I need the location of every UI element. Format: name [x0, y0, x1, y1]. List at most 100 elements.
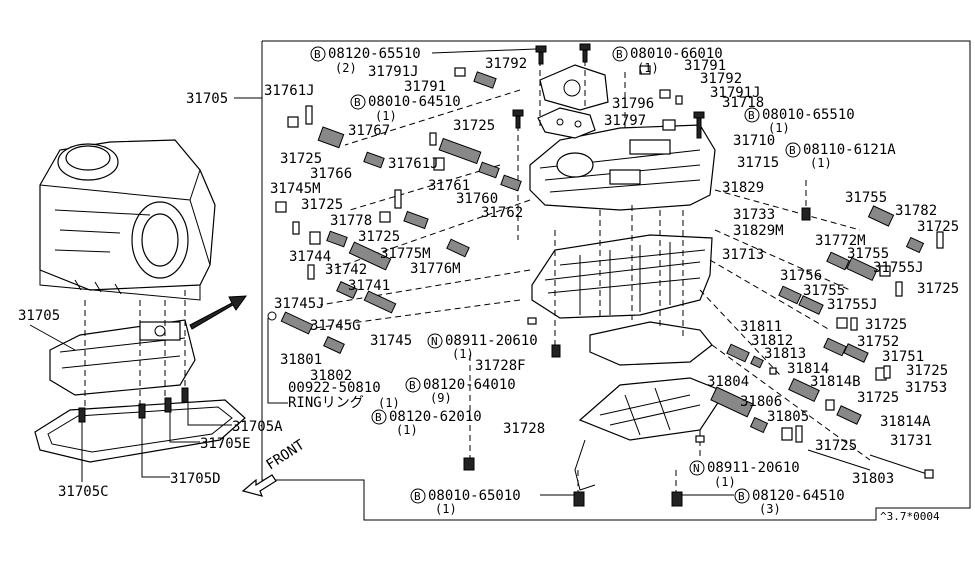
callout-31791: 31791 [684, 58, 726, 74]
callout-31761j: 31761J [264, 83, 315, 99]
callout-31725: 31725 [906, 363, 948, 379]
callout-31710: 31710 [733, 133, 775, 149]
bolt-qty: (3) [759, 502, 781, 516]
pointer-arrow [189, 295, 248, 330]
bolt-prefix-circle [371, 409, 387, 425]
callout-31755j: 31755J [873, 260, 924, 276]
callout-31760: 31760 [456, 191, 498, 207]
bolt-prefix: B [748, 109, 755, 122]
callout-31755: 31755 [803, 283, 845, 299]
bolt-prefix: B [409, 379, 416, 392]
callout-31705-left: 31705 [18, 308, 60, 324]
callout-31778: 31778 [330, 213, 372, 229]
callout-31744: 31744 [289, 249, 331, 265]
bolt-qty: (9) [430, 391, 452, 405]
callout-31791j: 31791J [368, 64, 419, 80]
callout-31761j: 31761J [388, 156, 439, 172]
callout-31725: 31725 [815, 438, 857, 454]
front-indicator: FRONT [241, 437, 308, 497]
bolt-prefix-circle [405, 377, 421, 393]
bolt-number: 08911-20610 [707, 460, 800, 476]
oil-pan-drawing [34, 399, 246, 463]
valve-body-small-drawing [49, 319, 196, 396]
callout-31752: 31752 [857, 334, 899, 350]
bolt-prefix: B [375, 411, 382, 424]
bolt-prefix-circle [350, 94, 366, 110]
bolt-qty: (1) [452, 347, 474, 361]
callout-31725: 31725 [917, 281, 959, 297]
bolt-number: 08010-66010 [630, 46, 723, 62]
bolt-prefix: B [789, 144, 796, 157]
callout-31715: 31715 [737, 155, 779, 171]
bolt-prefix: N [431, 335, 438, 348]
callout-31829m: 31829M [733, 223, 784, 239]
callout-31705c: 31705C [58, 484, 109, 500]
callout-31725: 31725 [865, 317, 907, 333]
bolt-prefix-circle [785, 142, 801, 158]
bolt-prefix: B [616, 48, 623, 61]
lower-valve-body-drawing [531, 234, 713, 319]
bolt-qty: (1) [810, 156, 832, 170]
bolt-qty: (1) [375, 109, 397, 123]
assembly-border [261, 40, 971, 521]
callout-31725: 31725 [917, 219, 959, 235]
bolt-number: 08120-64010 [423, 377, 516, 393]
callout-31814a: 31814A [880, 414, 931, 430]
bolt-prefix-circle [612, 46, 628, 62]
callout-31804: 31804 [707, 374, 749, 390]
bolt-number: 08120-65510 [328, 46, 421, 62]
bolt-prefix: B [414, 490, 421, 503]
bolt-qty: (1) [768, 121, 790, 135]
callout-31802: 31802 [310, 368, 352, 384]
springs-and-valves [267, 65, 944, 479]
bolt-number: 08010-65510 [762, 107, 855, 123]
bolt-number: 08911-20610 [445, 333, 538, 349]
callout-31756: 31756 [780, 268, 822, 284]
callout-31745m: 31745M [270, 181, 321, 197]
leader [267, 318, 288, 404]
callout-31741: 31741 [348, 278, 390, 294]
bolt-qty: (1) [714, 475, 736, 489]
callout-31791j: 31791J [710, 85, 761, 101]
callout-31775m: 31775M [380, 246, 431, 262]
callout-31829: 31829 [722, 180, 764, 196]
bolt-callouts: B 08120-65510 (2) B 08010-66010 (1) B 08… [310, 46, 896, 516]
callout-31791: 31791 [404, 79, 446, 95]
bolt-drawings [463, 43, 811, 507]
bolt-qty: (1) [637, 61, 659, 75]
leader [187, 402, 232, 426]
upper-valve-body-drawing [529, 124, 716, 211]
assembly-lines [299, 60, 871, 495]
callout-31814b: 31814B [810, 374, 861, 390]
callout-31782: 31782 [895, 203, 937, 219]
callout-31812: 31812 [751, 333, 793, 349]
callout-31776m: 31776M [410, 261, 461, 277]
callout-31806: 31806 [740, 394, 782, 410]
gasket-drawing [589, 321, 713, 366]
callout-31805: 31805 [767, 409, 809, 425]
bolt-prefix: B [738, 490, 745, 503]
leader [169, 412, 200, 443]
callout-31705e: 31705E [200, 436, 251, 452]
bolt-prefix-circle [410, 488, 426, 504]
callout-31745g: 31745G [310, 318, 361, 334]
callouts: 31761J 31725 31766 31767 31745M 31725 31… [264, 56, 959, 487]
callout-31725: 31725 [857, 390, 899, 406]
callout-31733: 31733 [733, 207, 775, 223]
callout-31792: 31792 [485, 56, 527, 72]
callout-31796: 31796 [612, 96, 654, 112]
callout-31761: 31761 [428, 178, 470, 194]
callout-31803: 31803 [852, 471, 894, 487]
callout-31753: 31753 [905, 380, 947, 396]
bolt-number: 08010-65010 [428, 488, 521, 504]
leader [29, 324, 76, 351]
callout-31797: 31797 [604, 113, 646, 129]
bolt-prefix: N [693, 462, 700, 475]
leader [84, 290, 186, 420]
separator-plate-drawing [537, 107, 596, 139]
bolt-prefix-circle [310, 46, 326, 62]
bolt-number: 08120-62010 [389, 409, 482, 425]
ring-part-number: 00922-50810 [288, 380, 381, 396]
callout-31762: 31762 [481, 205, 523, 221]
bolt-prefix-circle [689, 460, 705, 476]
